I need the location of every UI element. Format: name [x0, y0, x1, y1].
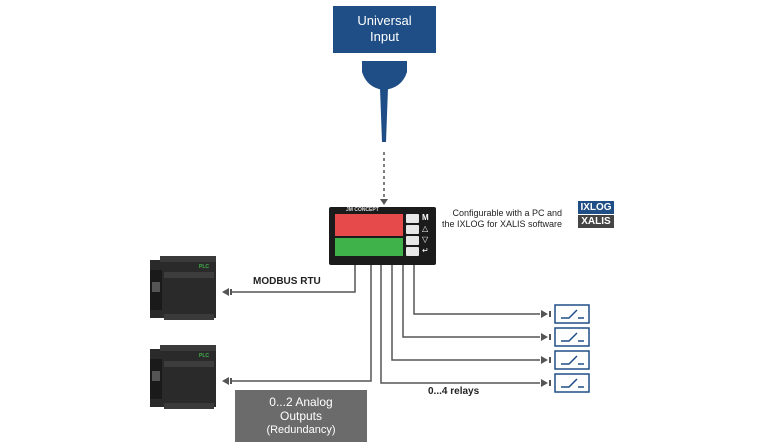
relays-label: 0...4 relays — [428, 386, 480, 397]
plc-unit-bottom — [150, 345, 216, 409]
relay-arrow-icons — [541, 310, 551, 387]
universal-input-label: Universal Input — [333, 13, 436, 45]
analog-outputs-line2: Outputs — [279, 409, 323, 423]
analog-outputs-box — [235, 390, 367, 442]
plc-label-bottom: PLC — [199, 353, 209, 359]
logo-ixlog-text: IXLOG — [580, 202, 612, 213]
panel-meter-device — [329, 207, 436, 265]
universal-input-line1: Universal — [357, 13, 412, 28]
relay-icon-4 — [554, 373, 590, 393]
sensor-probe-icon — [362, 61, 407, 142]
config-text-line1: Configurable with a PC and — [452, 208, 563, 218]
relay-connection-lines — [380, 265, 540, 384]
config-text: Configurable with a PC and the IXLOG for… — [442, 208, 562, 230]
ixlog-xalis-logo — [578, 201, 614, 228]
relay-icon-2 — [554, 327, 590, 347]
modbus-label: MODBUS RTU — [253, 276, 321, 287]
universal-input-box — [333, 6, 436, 53]
analog-outputs-line1: 0...2 Analog — [269, 395, 333, 409]
plc-unit-top — [150, 256, 216, 320]
logo-xalis-text: XALIS — [581, 216, 611, 227]
config-text-line2: the IXLOG for XALIS software — [442, 219, 563, 229]
device-key-down: ▽ — [422, 235, 429, 244]
relay-icon-1 — [554, 304, 590, 324]
relay-icon-3 — [554, 350, 590, 370]
analog-connection-line — [222, 265, 372, 385]
analog-outputs-label: 0...2 Analog Outputs (Redundancy) — [235, 395, 367, 437]
universal-input-line2: Input — [370, 29, 399, 44]
device-key-up: △ — [422, 224, 429, 233]
analog-outputs-line3: (Redundancy) — [266, 424, 336, 436]
device-key-enter: ↵ — [422, 246, 429, 255]
plc-label-top: PLC — [199, 264, 209, 270]
modbus-connection-line — [222, 265, 356, 296]
device-brand: JM CONCEPT — [346, 207, 379, 213]
device-key-m: M — [422, 213, 429, 222]
probe-arrow-icon — [380, 199, 388, 205]
